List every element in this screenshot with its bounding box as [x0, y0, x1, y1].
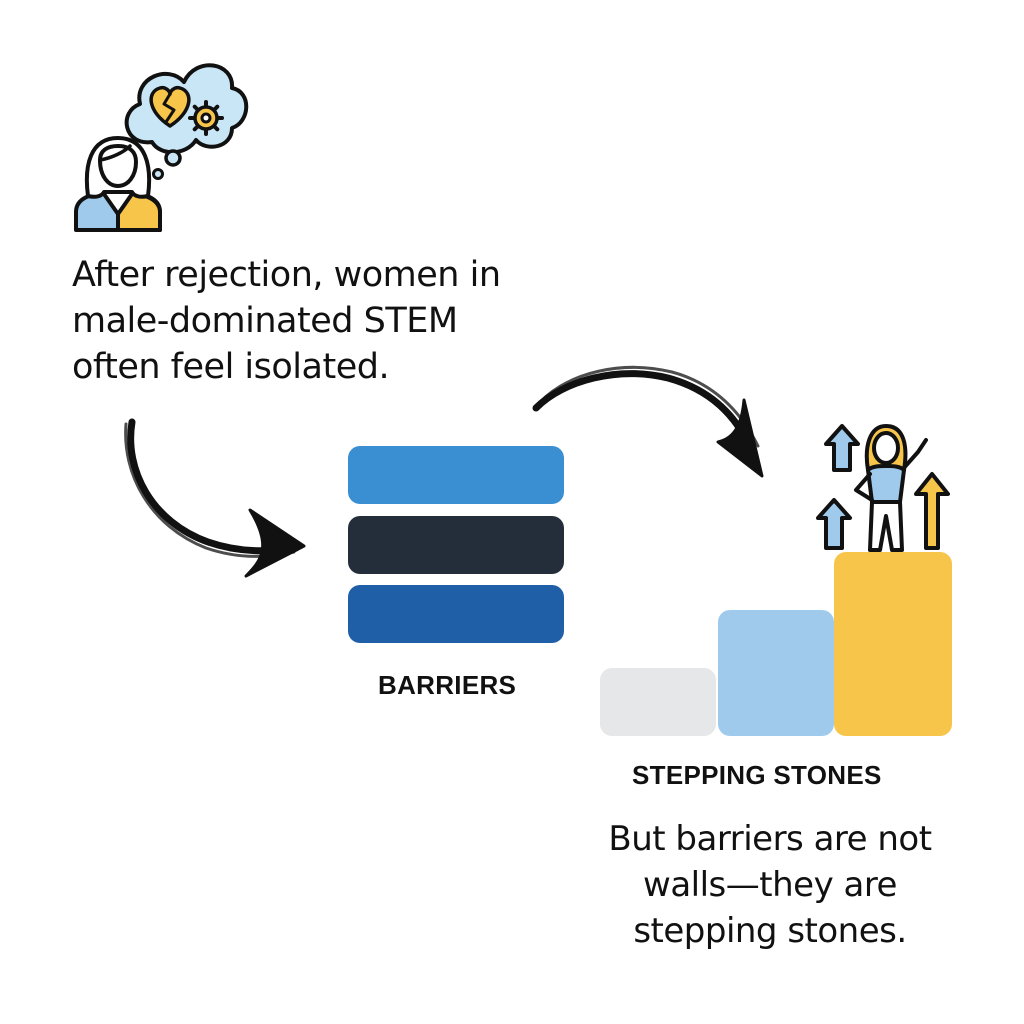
arrow-to-barriers	[124, 418, 306, 578]
arrow-to-stepping-stones	[532, 365, 764, 478]
barrier-bar-top	[348, 446, 564, 504]
outro-line-3: stepping stones.	[633, 911, 907, 951]
intro-line-1: After rejection, women in	[72, 255, 501, 295]
gear-icon	[188, 100, 224, 136]
stepping-stone-mid	[718, 610, 834, 736]
broken-heart-icon	[149, 85, 191, 128]
stepping-stones-label: STEPPING STONES	[632, 760, 882, 790]
outro-line-1: But barriers are not	[608, 819, 932, 859]
up-arrow-icon	[816, 424, 950, 550]
intro-statement: After rejection, women in male-dominated…	[72, 252, 592, 390]
barriers-label: BARRIERS	[378, 670, 517, 700]
outro-statement: But barriers are not walls—they are step…	[560, 816, 980, 954]
intro-line-3: often feel isolated.	[72, 347, 390, 387]
outro-line-2: walls—they are	[643, 865, 897, 905]
stepping-stone-high	[834, 552, 952, 736]
intro-line-2: male-dominated STEM	[72, 301, 458, 341]
thinking-woman-icon	[74, 136, 162, 232]
triumphant-woman-icon	[854, 424, 928, 552]
barrier-bar-bottom	[348, 585, 564, 643]
stepping-stone-low	[600, 668, 716, 736]
barrier-bar-middle	[348, 516, 564, 574]
